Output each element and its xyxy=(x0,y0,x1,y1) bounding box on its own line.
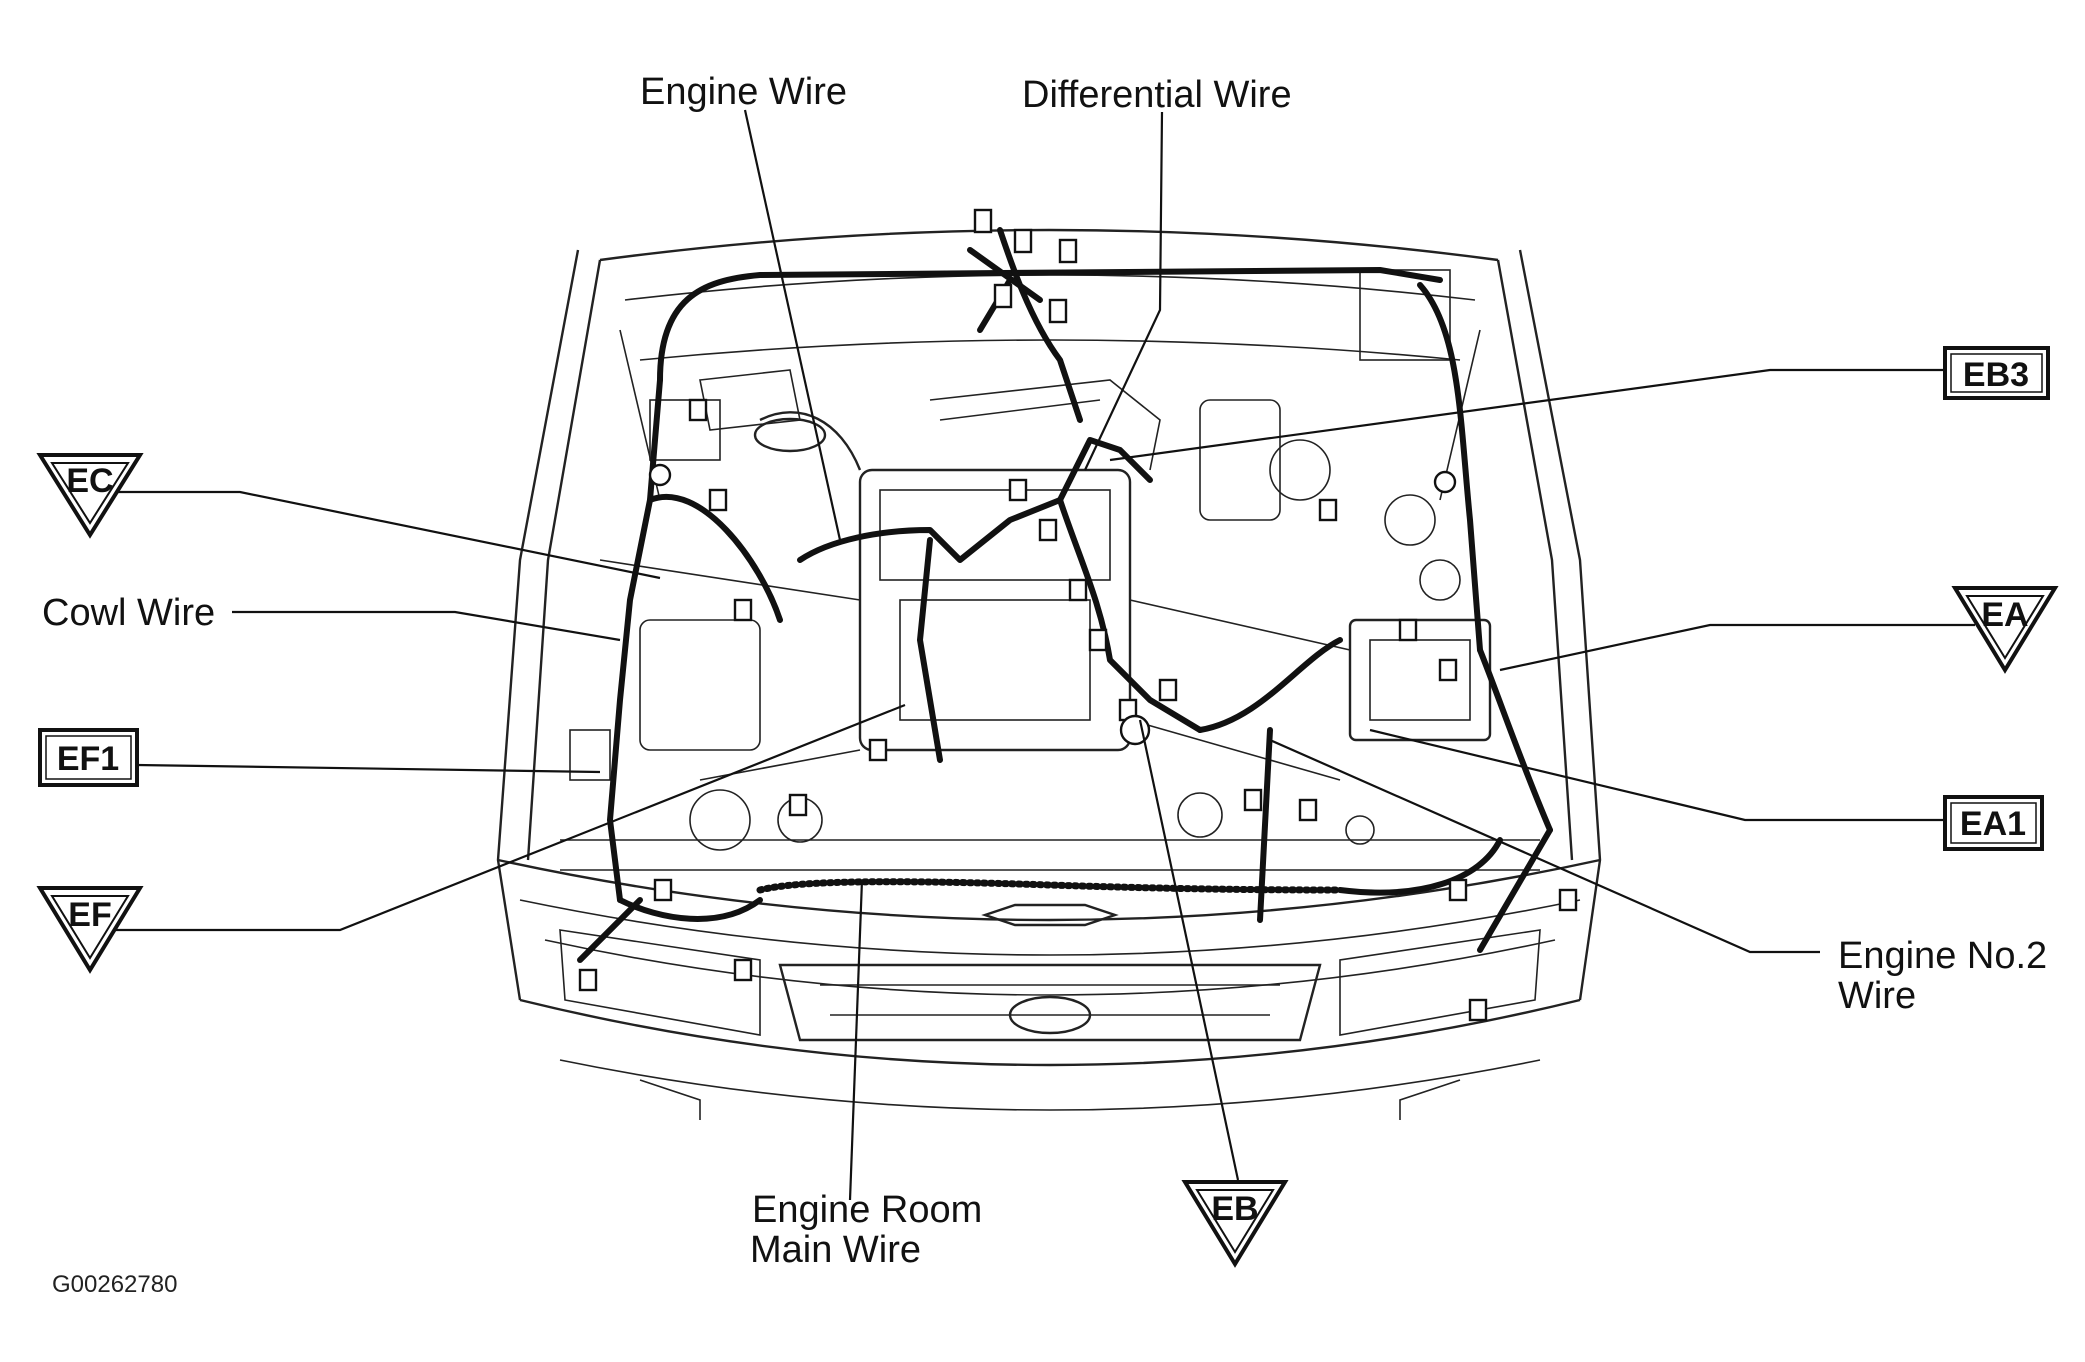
ground-ea: EA xyxy=(1951,586,2059,674)
connector-ef1-label: EF1 xyxy=(57,740,119,778)
connector-ef1: EF1 xyxy=(38,728,139,787)
label-engine-no2-wire-line2: Wire xyxy=(1838,975,1916,1017)
label-engine-room-main-wire-line2: Main Wire xyxy=(750,1229,921,1271)
vehicle-outline xyxy=(496,228,1602,1120)
ground-ec: EC xyxy=(36,453,144,539)
wire-labels: Engine Wire Differential Wire Cowl Wire … xyxy=(42,71,2047,1298)
connector-eb3-label: EB3 xyxy=(1963,356,2029,394)
engine-components xyxy=(569,269,1492,851)
label-engine-room-main-wire-line1: Engine Room xyxy=(752,1189,982,1231)
connector-eb3: EB3 xyxy=(1943,346,2050,400)
label-engine-wire: Engine Wire xyxy=(640,71,847,113)
label-differential-wire: Differential Wire xyxy=(1022,74,1292,116)
ground-ef: EF xyxy=(36,886,144,974)
label-engine-no2-wire-line1: Engine No.2 xyxy=(1838,935,2047,977)
connector-ea1-label: EA1 xyxy=(1960,805,2026,843)
figure-id: G00262780 xyxy=(52,1271,177,1298)
ground-eb-label: EB xyxy=(1211,1190,1258,1228)
connectors-small xyxy=(578,208,1578,1022)
leader-lines xyxy=(105,109,1975,1201)
ground-ec-label: EC xyxy=(66,462,113,500)
ground-eb: EB xyxy=(1181,1180,1289,1268)
connector-ea1: EA1 xyxy=(1943,795,2044,851)
ground-ea-label: EA xyxy=(1981,596,2028,634)
ground-ef-label: EF xyxy=(68,896,111,934)
label-cowl-wire: Cowl Wire xyxy=(42,592,215,634)
